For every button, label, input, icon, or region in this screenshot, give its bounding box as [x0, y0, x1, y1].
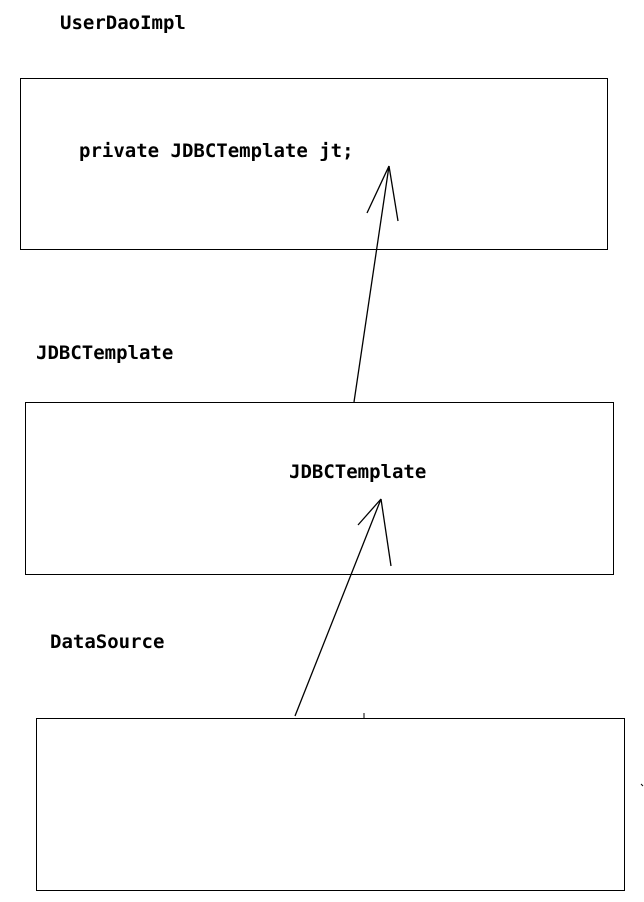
- user-dao-impl-title: UserDaoImpl: [60, 12, 186, 34]
- jdbc-template-box: [25, 402, 614, 575]
- jt-field-label: private JDBCTemplate jt;: [79, 140, 354, 162]
- jdbc-template-title: JDBCTemplate: [36, 342, 174, 364]
- arrow-template-to-jt: [353, 165, 399, 403]
- user-dao-impl-box: [20, 78, 608, 250]
- data-source-box: [36, 718, 625, 891]
- arrow-datasource-to-template: [294, 498, 392, 717]
- data-source-title: DataSource: [50, 631, 165, 653]
- jdbc-template-inner-label: JDBCTemplate: [289, 461, 427, 483]
- stray-mark: [640, 783, 644, 787]
